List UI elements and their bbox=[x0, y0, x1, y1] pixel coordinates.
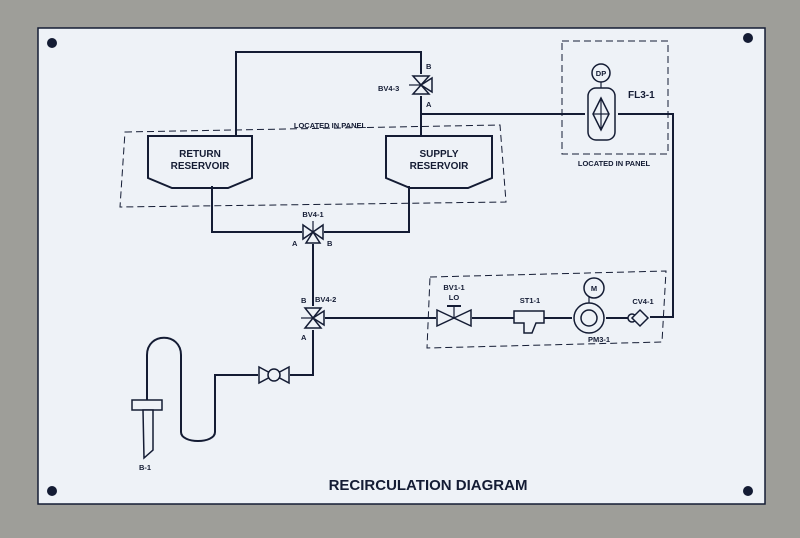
label-panel-note-left: LOCATED IN PANEL bbox=[294, 121, 367, 130]
label-bv1-1-state: LO bbox=[449, 293, 460, 302]
screw-hole-bottom-right bbox=[743, 486, 753, 496]
valve-bv4-3 bbox=[409, 75, 433, 95]
valve-bv4-1 bbox=[302, 221, 324, 244]
label-bv4-3-port-a: A bbox=[426, 100, 432, 109]
diagram-title: RECIRCULATION DIAGRAM bbox=[329, 477, 528, 494]
label-bv1-1-tag: BV1-1 bbox=[443, 283, 464, 292]
screw-hole-bottom-left bbox=[47, 486, 57, 496]
label-panel-note-right: LOCATED IN PANEL bbox=[578, 159, 651, 168]
pipe-bv42-to-bulkhead bbox=[146, 330, 314, 442]
pipe-return-down bbox=[211, 186, 302, 233]
label-bv4-3-port-b: B bbox=[426, 62, 432, 71]
label-bv4-1-tag: BV4-1 bbox=[302, 210, 323, 219]
panel-boundary-pump bbox=[426, 270, 667, 349]
supply-reservoir bbox=[385, 135, 493, 189]
label-check-valve: CV4-1 bbox=[632, 297, 653, 306]
filter-fl3-1 bbox=[587, 63, 616, 141]
pipe-return-top-loop bbox=[235, 51, 422, 136]
label-filter-tag: FL3-1 bbox=[628, 90, 655, 101]
label-motor: M bbox=[591, 284, 597, 293]
check-valve-cv4-1 bbox=[627, 308, 650, 328]
motor-symbol bbox=[583, 277, 605, 299]
pump-pm3-1 bbox=[573, 277, 605, 334]
bulkhead-b-1 bbox=[131, 399, 163, 460]
label-strainer: ST1-1 bbox=[520, 296, 540, 305]
screw-hole-top-left bbox=[47, 38, 57, 48]
plate-background bbox=[37, 27, 766, 505]
strainer-st1-1 bbox=[513, 310, 545, 334]
label-bv4-1-port-a: A bbox=[292, 239, 298, 248]
pipe-supply-down bbox=[324, 186, 410, 233]
label-bv4-1-port-b: B bbox=[327, 239, 333, 248]
label-bulkhead: B-1 bbox=[139, 463, 151, 472]
return-reservoir bbox=[147, 135, 253, 189]
label-supply-reservoir-line1: SUPPLY bbox=[419, 149, 458, 160]
label-return-reservoir-line2: RESERVOIR bbox=[171, 161, 230, 172]
label-bv4-3-tag: BV4-3 bbox=[378, 84, 399, 93]
valve-bv4-2 bbox=[301, 307, 325, 329]
valve-ball-line bbox=[258, 365, 290, 385]
label-filter-gauge: DP bbox=[596, 69, 606, 78]
label-bv4-2-port-b: B bbox=[301, 296, 307, 305]
valve-bv1-1 bbox=[436, 305, 472, 328]
pipe-filter-to-cv bbox=[618, 113, 674, 318]
label-bv4-2-tag: BV4-2 bbox=[315, 295, 336, 304]
panel-boundary-reservoirs bbox=[119, 124, 507, 208]
label-bv4-2-port-a: A bbox=[301, 333, 307, 342]
label-return-reservoir-line1: RETURN bbox=[179, 149, 221, 160]
screw-hole-top-right bbox=[743, 33, 753, 43]
label-supply-reservoir-line2: RESERVOIR bbox=[410, 161, 469, 172]
label-pump: PM3-1 bbox=[588, 335, 610, 344]
